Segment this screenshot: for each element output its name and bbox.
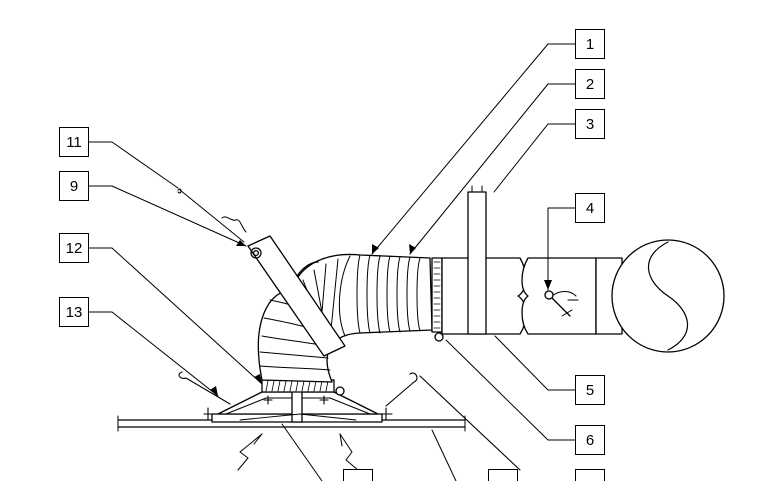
callout-12: 12 — [59, 233, 89, 263]
callout-9: 9 — [59, 171, 89, 201]
round-duct-end — [595, 239, 725, 353]
callout-5: 5 — [575, 375, 605, 405]
arrow-heads — [210, 240, 552, 396]
callout-box-cropped — [488, 469, 518, 481]
callout-13: 13 — [59, 297, 89, 327]
support-strap — [247, 235, 346, 357]
rigid-duct — [441, 185, 597, 335]
callout-11: 11 — [59, 127, 89, 157]
ceiling-diffuser — [203, 386, 393, 423]
callout-box-cropped — [343, 469, 373, 481]
callout-6: 6 — [575, 425, 605, 455]
callout-2: 2 — [575, 69, 605, 99]
hanger-wires — [177, 188, 521, 471]
leader-lines — [88, 43, 576, 481]
callout-1: 1 — [575, 29, 605, 59]
damper — [544, 290, 579, 317]
callout-4: 4 — [575, 193, 605, 223]
airflow-arrows — [237, 433, 359, 471]
collar — [261, 379, 335, 393]
callout-3: 3 — [575, 109, 605, 139]
callout-box-cropped — [575, 469, 605, 481]
